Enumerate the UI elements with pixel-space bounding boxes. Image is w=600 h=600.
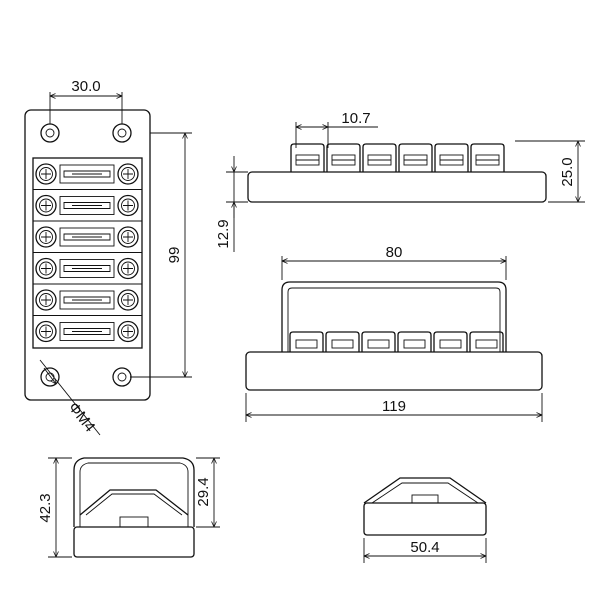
- mounting-hole-bottom-right: [112, 367, 132, 387]
- screw-icon: [35, 226, 57, 248]
- fuse-slot: [397, 331, 432, 352]
- dim-label-width: 50.4: [410, 539, 439, 556]
- fuse-slot: [361, 331, 396, 352]
- screw-icon: [35, 163, 57, 185]
- dim-label-overall-height: 99: [166, 247, 183, 264]
- dimension-hole-spacing: 30.0: [50, 78, 122, 124]
- fuse-row: [33, 315, 142, 343]
- dim-label-cover-length: 80: [386, 244, 403, 261]
- mounting-hole-bottom-left: [40, 367, 60, 387]
- fuse-slot: [325, 331, 360, 352]
- fuse-blade: [59, 227, 115, 247]
- top-view: 30.0 99 ΦM4: [24, 78, 192, 435]
- fuse-blade: [59, 259, 115, 278]
- fuse-slot: [326, 143, 361, 172]
- fuse-rows: [33, 163, 142, 343]
- fuse-slot: [470, 143, 505, 172]
- fuse-blade: [59, 290, 115, 310]
- screw-icon: [35, 289, 57, 311]
- mounting-hole-top-left: [40, 123, 60, 143]
- dimension-total-height: 25.0: [515, 141, 585, 202]
- dimension-end-cover-height: 29.4: [195, 458, 220, 527]
- dimension-width: 50.4: [364, 538, 486, 563]
- screw-icon: [117, 257, 139, 280]
- screw-icon: [117, 194, 139, 217]
- dim-label-fuse-pitch: 10.7: [341, 110, 370, 127]
- dim-label-hole-diameter: ΦM4: [65, 399, 99, 435]
- screw-icon: [35, 257, 57, 280]
- dimension-overall-length: 119: [246, 393, 542, 422]
- fuse-slot: [398, 143, 433, 172]
- fuse-row: [33, 283, 142, 311]
- dimension-overall-height: 99: [130, 133, 192, 377]
- dimension-hole-diameter: ΦM4: [39, 359, 101, 435]
- fuse-blade: [59, 322, 115, 341]
- fuse-row: [35, 163, 139, 185]
- side-view-lower: 80 119: [245, 244, 543, 422]
- fuse-slot: [290, 143, 325, 172]
- dim-label-end-total-height: 42.3: [37, 493, 54, 522]
- fuse-slot: [434, 143, 469, 172]
- screw-icon: [117, 226, 139, 248]
- screw-icon: [117, 320, 139, 343]
- dim-label-base-height: 12.9: [215, 219, 232, 248]
- dimension-cover-length: 80: [282, 244, 506, 280]
- screw-icon: [35, 194, 57, 217]
- end-view-left: 42.3 29.4: [37, 457, 220, 558]
- screw-icon: [117, 163, 139, 185]
- screw-icon: [117, 289, 139, 311]
- screw-icon: [35, 320, 57, 343]
- lower-fuse-slots: [289, 331, 504, 352]
- dimension-base-height: 12.9: [215, 156, 248, 252]
- dim-label-end-cover-height: 29.4: [195, 477, 212, 506]
- side-view-upper: 10.7 25.0 12.9: [215, 110, 585, 252]
- fuse-row: [33, 252, 142, 280]
- fuse-slot: [362, 143, 397, 172]
- dimension-end-total-height: 42.3: [37, 458, 72, 557]
- fuse-slot: [433, 331, 468, 352]
- dimension-fuse-pitch: 10.7: [296, 110, 378, 148]
- end-view-right: 50.4: [363, 477, 487, 563]
- dim-label-hole-spacing: 30.0: [71, 78, 100, 95]
- fuse-row: [33, 220, 142, 248]
- upper-fuse-slots: [290, 143, 505, 172]
- dim-label-overall-length: 119: [382, 398, 406, 415]
- mounting-hole-top-right: [112, 123, 132, 143]
- dim-label-total-height: 25.0: [559, 157, 576, 186]
- fuse-slot: [469, 331, 504, 352]
- fuse-blade: [59, 164, 115, 184]
- fuse-slot: [289, 331, 324, 352]
- fuse-row: [33, 189, 142, 217]
- fuse-blade: [59, 196, 115, 215]
